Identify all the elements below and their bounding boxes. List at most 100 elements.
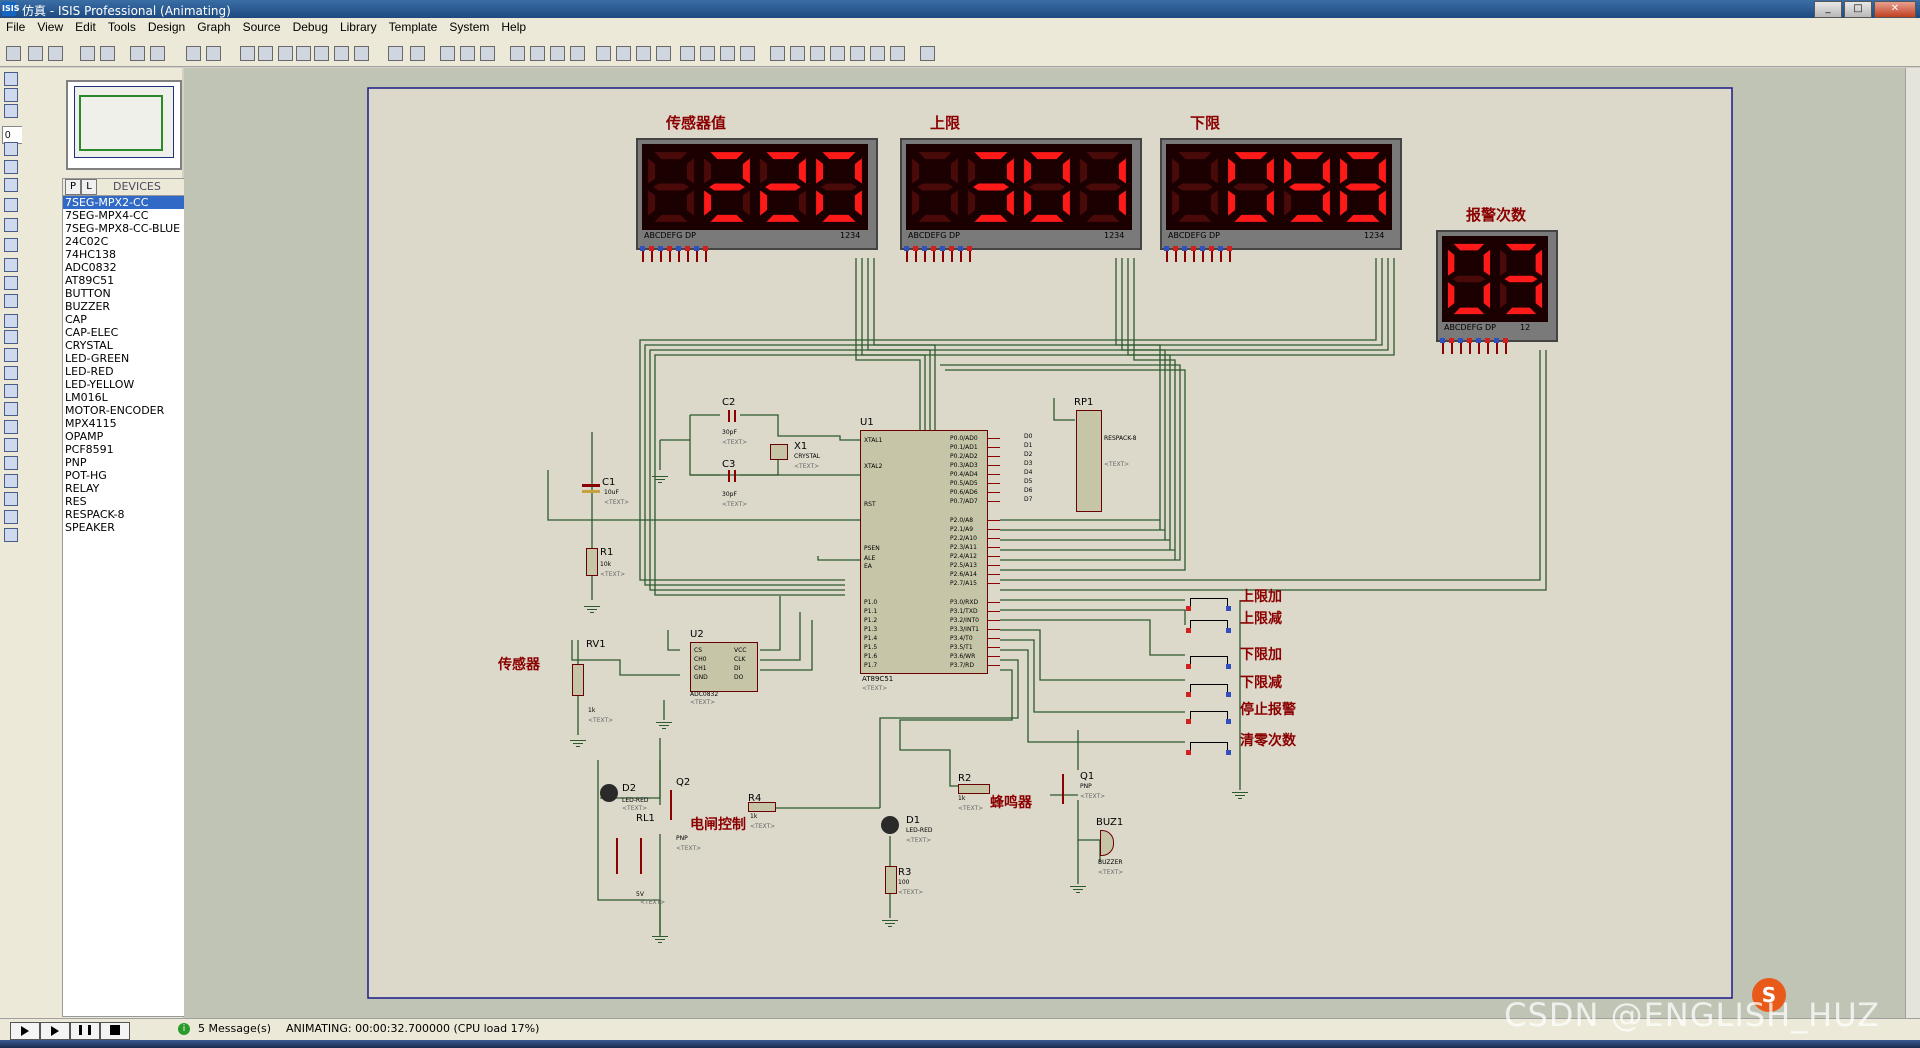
menu-help[interactable]: Help bbox=[501, 20, 527, 34]
device-item[interactable]: 24C02C bbox=[65, 235, 109, 248]
device-item[interactable]: OPAMP bbox=[65, 430, 104, 443]
pause-button[interactable] bbox=[70, 1022, 100, 1040]
overview-viewport[interactable] bbox=[79, 95, 163, 151]
device-item[interactable]: LED-GREEN bbox=[65, 352, 130, 365]
maximize-button[interactable]: □ bbox=[1844, 1, 1872, 18]
bus-icon[interactable] bbox=[4, 178, 18, 192]
rotation-input[interactable] bbox=[2, 126, 26, 144]
print-icon[interactable] bbox=[130, 46, 145, 61]
device-item[interactable]: SPEAKER bbox=[65, 521, 115, 534]
packaging-icon[interactable] bbox=[616, 46, 631, 61]
junction-dot-icon[interactable] bbox=[4, 104, 18, 118]
device-item[interactable]: MPX4115 bbox=[65, 417, 117, 430]
tool-d-icon[interactable] bbox=[870, 46, 885, 61]
overview-window[interactable] bbox=[66, 80, 182, 170]
device-item[interactable]: RESPACK-8 bbox=[65, 508, 125, 521]
save-icon[interactable] bbox=[48, 46, 63, 61]
cut-icon[interactable] bbox=[410, 46, 425, 61]
block-rotate-icon[interactable] bbox=[530, 46, 545, 61]
netlist-icon[interactable] bbox=[720, 46, 735, 61]
block-copy-icon[interactable] bbox=[480, 46, 495, 61]
property-icon[interactable] bbox=[700, 46, 715, 61]
open-icon[interactable] bbox=[28, 46, 43, 61]
device-item[interactable]: PCF8591 bbox=[65, 443, 114, 456]
origin-icon[interactable] bbox=[240, 46, 255, 61]
zoom-in-icon[interactable] bbox=[278, 46, 293, 61]
export-icon[interactable] bbox=[100, 46, 115, 61]
device-item[interactable]: 74HC138 bbox=[65, 248, 116, 261]
decompose-icon[interactable] bbox=[636, 46, 651, 61]
flip-icon[interactable] bbox=[4, 510, 18, 524]
make-device-icon[interactable] bbox=[596, 46, 611, 61]
tape-icon[interactable] bbox=[4, 276, 18, 290]
paste-icon[interactable] bbox=[460, 46, 475, 61]
device-item[interactable]: 7SEG-MPX4-CC bbox=[65, 209, 149, 222]
menu-tools[interactable]: Tools bbox=[107, 20, 136, 34]
pick-button[interactable]: P bbox=[65, 179, 81, 195]
text-script-icon[interactable] bbox=[4, 160, 18, 174]
rotate-icon[interactable] bbox=[4, 492, 18, 506]
device-item[interactable]: BUZZER bbox=[65, 300, 111, 313]
device-item[interactable]: ADC0832 bbox=[65, 261, 117, 274]
messages-count[interactable]: 5 Message(s) bbox=[198, 1022, 272, 1035]
pin-icon[interactable] bbox=[4, 238, 18, 252]
menu-edit[interactable]: Edit bbox=[75, 20, 96, 34]
device-item[interactable]: MOTOR-ENCODER bbox=[65, 404, 165, 417]
search-icon[interactable] bbox=[680, 46, 695, 61]
menu-graph[interactable]: Graph bbox=[197, 20, 231, 34]
line-icon[interactable] bbox=[4, 348, 18, 362]
path-icon[interactable] bbox=[4, 420, 18, 434]
tool-e-icon[interactable] bbox=[890, 46, 905, 61]
component-mode-icon[interactable] bbox=[4, 88, 18, 102]
area-icon[interactable] bbox=[150, 46, 165, 61]
wire-label-icon[interactable] bbox=[4, 142, 18, 156]
block-delete-icon[interactable] bbox=[550, 46, 565, 61]
zoom-area-icon[interactable] bbox=[334, 46, 349, 61]
symbol-icon[interactable] bbox=[4, 456, 18, 470]
device-item[interactable]: PNP bbox=[65, 456, 87, 469]
device-item[interactable]: 7SEG-MPX8-CC-BLUE bbox=[65, 222, 181, 235]
redo-icon[interactable] bbox=[388, 46, 403, 61]
device-item[interactable]: BUTTON bbox=[65, 287, 111, 300]
block-move-icon[interactable] bbox=[510, 46, 525, 61]
play-button[interactable] bbox=[10, 1022, 40, 1040]
menu-design[interactable]: Design bbox=[147, 20, 186, 34]
menu-debug[interactable]: Debug bbox=[292, 20, 328, 34]
instrument-icon[interactable] bbox=[4, 330, 18, 344]
selection-mode-icon[interactable] bbox=[4, 72, 18, 86]
undo-icon[interactable] bbox=[354, 46, 369, 61]
vertical-scrollbar[interactable] bbox=[1905, 68, 1920, 1018]
circle-icon[interactable] bbox=[4, 384, 18, 398]
device-item[interactable]: CAP bbox=[65, 313, 87, 326]
menu-source[interactable]: Source bbox=[242, 20, 281, 34]
device-item[interactable]: LM016L bbox=[65, 391, 108, 404]
erc-icon[interactable] bbox=[770, 46, 785, 61]
library-button[interactable]: L bbox=[81, 179, 97, 195]
device-item[interactable]: RELAY bbox=[65, 482, 100, 495]
tool-b-icon[interactable] bbox=[830, 46, 845, 61]
close-button[interactable]: ✕ bbox=[1874, 1, 1916, 18]
step-button[interactable] bbox=[40, 1022, 70, 1040]
ares-icon[interactable] bbox=[790, 46, 805, 61]
box-icon[interactable] bbox=[4, 366, 18, 380]
isis-icon[interactable] bbox=[920, 46, 935, 61]
device-item[interactable]: LED-RED bbox=[65, 365, 114, 378]
graph-icon[interactable] bbox=[4, 258, 18, 272]
mirror-icon[interactable] bbox=[4, 528, 18, 542]
stop-button[interactable] bbox=[100, 1022, 130, 1040]
menu-system[interactable]: System bbox=[449, 20, 490, 34]
device-item[interactable]: AT89C51 bbox=[65, 274, 115, 287]
menu-file[interactable]: File bbox=[6, 20, 26, 34]
device-item[interactable]: LED-YELLOW bbox=[65, 378, 135, 391]
refresh-icon[interactable] bbox=[186, 46, 201, 61]
grid-icon[interactable] bbox=[206, 46, 221, 61]
subcircuit-icon[interactable] bbox=[4, 198, 18, 212]
probe-icon[interactable] bbox=[4, 314, 18, 328]
device-item[interactable]: 7SEG-MPX2-CC bbox=[63, 196, 201, 209]
arc-icon[interactable] bbox=[4, 402, 18, 416]
bom-icon[interactable] bbox=[740, 46, 755, 61]
new-icon[interactable] bbox=[6, 46, 21, 61]
device-item[interactable]: RES bbox=[65, 495, 87, 508]
